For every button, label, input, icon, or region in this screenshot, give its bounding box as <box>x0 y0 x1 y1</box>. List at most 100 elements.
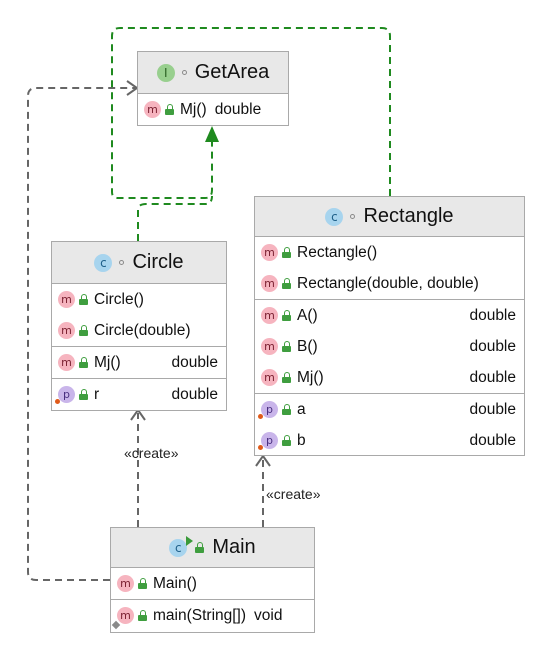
public-lock-icon <box>282 310 291 321</box>
rectangle-fields-section: p a double p b double <box>255 394 524 456</box>
circle-name: Circle <box>132 251 184 273</box>
member-row[interactable]: m Circle(double) <box>52 315 226 346</box>
method-icon: m <box>261 369 278 386</box>
public-lock-icon <box>282 372 291 383</box>
method-icon: m <box>144 101 161 118</box>
member-row[interactable]: m Rectangle(double, double) <box>255 268 524 299</box>
realization-arrowhead <box>205 126 219 142</box>
public-lock-icon <box>282 404 291 415</box>
runnable-class-icon: c <box>169 535 194 557</box>
member-row[interactable]: m Mj() double <box>138 94 288 125</box>
public-lock-icon <box>79 294 88 305</box>
member-row[interactable]: m Main() <box>111 568 314 599</box>
method-icon: m <box>261 275 278 292</box>
getarea-methods-section: m Mj() double <box>138 94 288 125</box>
method-icon: m <box>58 291 75 308</box>
member-name: Main() <box>153 574 197 592</box>
member-name: Mj() <box>297 368 324 386</box>
member-type: double <box>469 337 516 355</box>
method-icon: m <box>261 338 278 355</box>
member-type: double <box>171 385 218 403</box>
member-name: Mj() <box>94 353 121 371</box>
member-row[interactable]: m Mj() double <box>52 347 226 378</box>
member-type: double <box>469 368 516 386</box>
main-getarea-dependency-line <box>27 87 137 581</box>
public-lock-icon <box>282 341 291 352</box>
getarea-interface-box[interactable]: I GetArea m Mj() double <box>137 51 289 126</box>
public-lock-icon <box>195 542 205 553</box>
rectangle-create-label: «create» <box>266 486 321 502</box>
property-icon: p <box>258 432 278 450</box>
rectangle-name: Rectangle <box>363 205 454 227</box>
member-row[interactable]: m A() double <box>255 300 524 331</box>
member-type: double <box>171 353 218 371</box>
public-lock-icon <box>138 578 147 589</box>
main-name: Main <box>212 536 256 558</box>
public-lock-icon <box>282 435 291 446</box>
method-icon: m <box>58 354 75 371</box>
property-icon: p <box>55 386 75 404</box>
public-lock-icon <box>282 247 291 258</box>
member-type: double <box>469 306 516 324</box>
method-icon: m <box>58 322 75 339</box>
public-lock-icon <box>138 610 147 621</box>
member-name: Mj() <box>180 100 207 118</box>
member-name: Circle() <box>94 290 144 308</box>
public-lock-icon <box>79 389 88 400</box>
member-row[interactable]: m Rectangle() <box>255 237 524 268</box>
member-row[interactable]: m main(String[]) void <box>111 600 314 631</box>
public-lock-icon <box>165 104 174 115</box>
interface-icon: I <box>156 63 175 82</box>
property-icon: p <box>258 401 278 419</box>
member-row[interactable]: p a double <box>255 394 524 425</box>
main-constructors-section: m Main() <box>111 568 314 600</box>
member-row[interactable]: m B() double <box>255 331 524 362</box>
main-class-box[interactable]: c Main m Main() m main(String[]) void <box>110 527 315 633</box>
getarea-header[interactable]: I GetArea <box>138 52 288 94</box>
main-header[interactable]: c Main <box>111 528 314 568</box>
member-type: double <box>469 431 516 449</box>
static-method-icon: m <box>111 607 134 630</box>
public-lock-icon <box>79 357 88 368</box>
member-name: Rectangle(double, double) <box>297 274 479 292</box>
member-row[interactable]: m Circle() <box>52 284 226 315</box>
method-icon: m <box>261 244 278 261</box>
member-name: Circle(double) <box>94 321 191 339</box>
getarea-dependency-arrowhead <box>126 80 139 96</box>
member-row[interactable]: p r double <box>52 379 226 410</box>
rectangle-class-box[interactable]: c Rectangle m Rectangle() m Rectangle(do… <box>254 196 525 456</box>
circle-create-label: «create» <box>124 445 179 461</box>
circle-constructors-section: m Circle() m Circle(double) <box>52 284 226 347</box>
getarea-name: GetArea <box>194 61 270 83</box>
class-icon: c <box>325 207 344 226</box>
method-icon: m <box>117 575 134 592</box>
main-methods-section: m main(String[]) void <box>111 600 314 631</box>
member-name: B() <box>297 337 318 355</box>
member-name: A() <box>297 306 318 324</box>
member-name: a <box>297 400 306 418</box>
member-type: void <box>254 606 283 624</box>
rectangle-methods-section: m A() double m B() double m Mj() double <box>255 300 524 394</box>
public-lock-icon <box>282 278 291 289</box>
member-name: b <box>297 431 306 449</box>
method-icon: m <box>261 307 278 324</box>
rectangle-constructors-section: m Rectangle() m Rectangle(double, double… <box>255 237 524 300</box>
member-type: double <box>469 400 516 418</box>
class-icon: c <box>94 253 113 272</box>
circle-header[interactable]: c Circle <box>52 242 226 284</box>
rectangle-create-arrowhead <box>255 454 271 467</box>
visibility-dot-icon <box>119 260 125 265</box>
rectangle-getarea-realization-line <box>111 27 391 199</box>
visibility-dot-icon <box>350 214 356 219</box>
circle-methods-section: m Mj() double <box>52 347 226 379</box>
member-name: Rectangle() <box>297 243 378 261</box>
circle-getarea-realization-line <box>137 195 213 241</box>
member-row[interactable]: m Mj() double <box>255 362 524 393</box>
visibility-dot-icon <box>181 70 187 75</box>
public-lock-icon <box>79 325 88 336</box>
rectangle-header[interactable]: c Rectangle <box>255 197 524 237</box>
circle-fields-section: p r double <box>52 379 226 410</box>
member-type: double <box>214 100 262 118</box>
circle-class-box[interactable]: c Circle m Circle() m Circle(double) m M… <box>51 241 227 411</box>
member-row[interactable]: p b double <box>255 425 524 456</box>
